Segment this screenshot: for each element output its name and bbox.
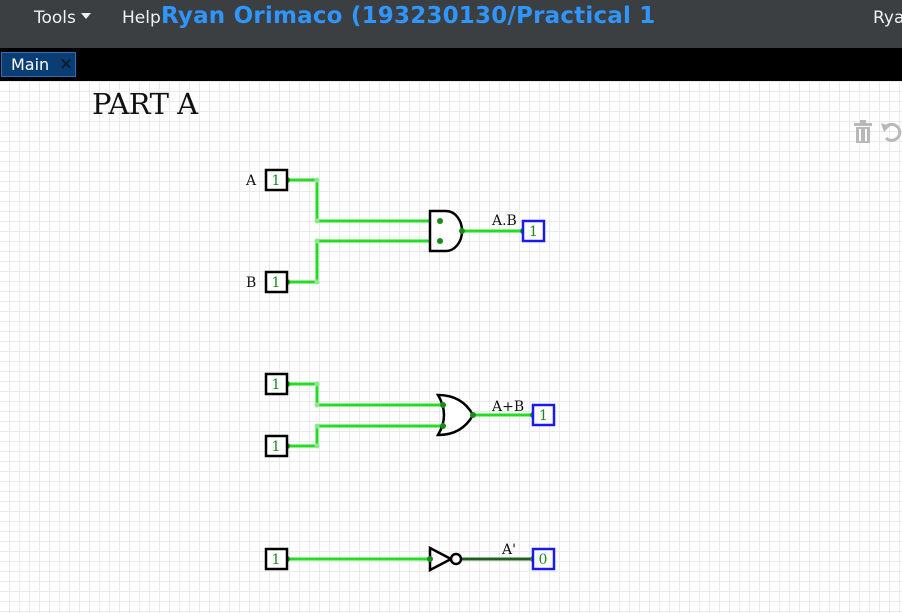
or-input-1-value: 1: [272, 377, 281, 393]
not-output-label: A': [501, 542, 516, 558]
chevron-down-icon: [80, 13, 91, 19]
input-a-value: 1: [272, 173, 281, 189]
or-input-2-value: 1: [272, 439, 281, 455]
and-gate[interactable]: [428, 209, 464, 253]
circuit-diagram: A 1 B 1 A.B 1: [245, 168, 556, 573]
or-gate[interactable]: [435, 393, 475, 437]
or-output-value: 1: [539, 408, 548, 424]
input-switch-a[interactable]: [264, 168, 289, 192]
or-output-label: A+B: [491, 399, 524, 415]
trash-icon[interactable]: [852, 120, 874, 144]
not-circuit: 1 A' 0: [264, 542, 556, 573]
or-circuit: 1 1 A+B 1: [264, 372, 556, 458]
user-name[interactable]: Rya: [873, 8, 902, 28]
wire-b-to-and: [287, 239, 440, 284]
wire-in2-to-or: [287, 424, 443, 448]
circuit-canvas[interactable]: PART A A: [0, 81, 902, 613]
project-title[interactable]: Ryan Orimaco (193230130/Practical 1: [161, 3, 656, 29]
and-circuit: A 1 B 1 A.B 1: [245, 168, 546, 294]
and-output-value: 1: [529, 224, 538, 240]
or-input-switch-1[interactable]: [264, 372, 289, 396]
not-gate[interactable]: [428, 545, 454, 573]
canvas-title: PART A: [92, 87, 198, 121]
wire-a-to-and: [287, 178, 440, 223]
tab-main[interactable]: Main ×: [1, 52, 76, 77]
not-input-switch[interactable]: [264, 547, 289, 571]
input-b-label: B: [246, 275, 256, 291]
not-input-value: 1: [272, 552, 281, 568]
top-navbar: Tools Help Ryan Orimaco (193230130/Pract…: [0, 0, 902, 48]
tools-menu[interactable]: Tools: [34, 8, 91, 28]
or-input-switch-2[interactable]: [264, 434, 289, 458]
not-output-value: 0: [539, 552, 548, 568]
input-b-value: 1: [272, 275, 281, 291]
tools-menu-label: Tools: [34, 8, 76, 28]
or-output-probe[interactable]: [531, 403, 556, 427]
and-output-probe[interactable]: [521, 219, 546, 243]
close-icon[interactable]: ×: [59, 54, 74, 74]
help-menu[interactable]: Help: [122, 8, 161, 28]
not-output-probe[interactable]: [531, 547, 556, 571]
not-gate-bubble: [449, 552, 463, 566]
tab-main-label: Main: [11, 55, 50, 74]
input-a-label: A: [245, 173, 257, 189]
undo-icon[interactable]: [880, 120, 902, 144]
input-switch-b[interactable]: [264, 270, 289, 294]
and-output-label: A.B: [491, 213, 517, 229]
wire-in1-to-or: [287, 382, 443, 407]
circuit-tab-bar: Main ×: [0, 48, 902, 81]
